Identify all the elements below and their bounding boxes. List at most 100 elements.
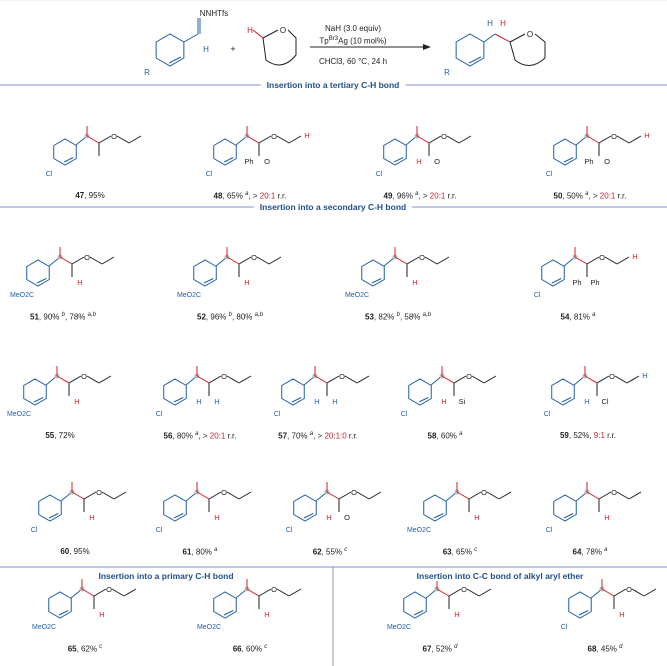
compound-caption: 64, 78% a (573, 547, 608, 557)
bond (208, 375, 222, 384)
aromatic-bond (551, 278, 562, 284)
yield-text: , 55% (321, 547, 345, 557)
substituent-label: MeO2C (387, 624, 411, 631)
aromatic-bond (291, 397, 302, 403)
substituent-label: MeO2C (7, 411, 31, 418)
conditions-base: NaH (3.0 equiv) (324, 24, 382, 33)
atom-label: O (419, 253, 425, 262)
catalyst-sup: Br3 (328, 36, 339, 42)
compound-number: 66 (232, 644, 242, 654)
compound-number: 48 (213, 191, 223, 201)
bond (598, 135, 612, 144)
bond (183, 33, 199, 43)
bond (288, 135, 302, 144)
footnote-mark: c (99, 644, 103, 650)
ratio-value: 20:1:0 (324, 431, 347, 441)
footnote-mark: a (415, 191, 419, 197)
compound-number: 67 (422, 644, 432, 654)
yield-text: , 96% (392, 191, 416, 201)
catalyst-prefix: Tp (319, 36, 329, 46)
new-c-c-bond (86, 135, 100, 144)
atom-label: O (626, 585, 632, 594)
compound-caption: 59, 52%, 9:1 r.r. (560, 431, 616, 440)
new-c-c-bond (416, 135, 430, 144)
aromatic-bond (168, 56, 182, 64)
benzene-ring (155, 33, 185, 67)
atom-label: H (474, 513, 479, 522)
atom-label: H (642, 371, 647, 380)
compound-caption: 52, 96% b, 80% a,b (197, 312, 263, 322)
compound-number: 49 (383, 191, 393, 201)
aromatic-bond (48, 513, 59, 519)
compound-number: 62 (312, 547, 322, 557)
atom-label: H (196, 397, 201, 406)
benzene-ring (163, 378, 187, 406)
compound-caption: 50, 50% a, > 20:1 r.r. (554, 191, 627, 201)
new-c-c-bond (314, 375, 328, 384)
compound-caption: 67, 52% d (423, 644, 458, 654)
substituent-label: Cl (286, 527, 293, 534)
atom-label: H (632, 252, 637, 261)
yield-text: , 81% (569, 312, 593, 322)
compound-caption: 47, 95% (75, 191, 104, 200)
compound-number: 53 (365, 312, 374, 322)
yield-text: r.r. (604, 431, 617, 440)
aromatic-bond (223, 157, 234, 163)
bond (238, 256, 252, 265)
arrow-head (423, 44, 431, 50)
yield-text: , 60% (241, 644, 265, 654)
footnote-mark: b (396, 312, 400, 318)
compound-number: 56 (163, 431, 173, 441)
substituent-label: Cl (534, 292, 541, 299)
new-c-c-bond (71, 491, 85, 500)
atom-label: H (332, 397, 337, 406)
bond (344, 375, 358, 384)
ratio-value: 20:1 (429, 191, 446, 201)
yield-text: , 65% (222, 191, 246, 201)
yield-text: , 80% (172, 431, 196, 441)
yield-text: , 65% (451, 547, 475, 557)
compound-caption: 68, 45% d (588, 644, 623, 654)
ratio-value: 9:1 (593, 431, 605, 440)
compound-number: 63 (442, 547, 452, 557)
bond (466, 588, 480, 597)
substituent-label: Cl (546, 527, 553, 534)
new-c-c-bond (56, 375, 70, 384)
aromatic-bond (303, 513, 314, 519)
aromatic-bond (578, 610, 589, 616)
h-label: H (247, 26, 253, 35)
r-label: R (144, 68, 150, 77)
bond (631, 588, 645, 597)
new-c-c-bond (81, 588, 95, 597)
bond (471, 375, 485, 384)
footnote-mark: a (585, 191, 589, 197)
ether-ring (509, 33, 546, 66)
atom-label: Ph (244, 157, 253, 166)
bond (586, 256, 600, 265)
section-primary: Insertion into a primary C-H bond (92, 571, 240, 581)
bond (256, 256, 270, 265)
bond (276, 135, 290, 144)
atom-label: H (304, 131, 309, 140)
bond (448, 588, 462, 597)
footnote-mark: a (309, 431, 314, 437)
yield-text: r.r. (615, 191, 627, 201)
bond (93, 588, 107, 597)
footnote-mark: d (454, 644, 458, 650)
r-label: R (444, 68, 450, 77)
benzene-ring (163, 494, 187, 522)
benzene-ring (213, 591, 237, 619)
benzene-ring (553, 494, 577, 522)
atom-label: H (619, 610, 624, 619)
aromatic-bond (58, 610, 69, 616)
yield-text: r.r. (445, 191, 457, 201)
atom-label: O (604, 157, 610, 166)
yield-text: r.r. (346, 431, 358, 441)
benzene-ring (26, 259, 50, 287)
yield-text: , 70% (287, 431, 310, 441)
